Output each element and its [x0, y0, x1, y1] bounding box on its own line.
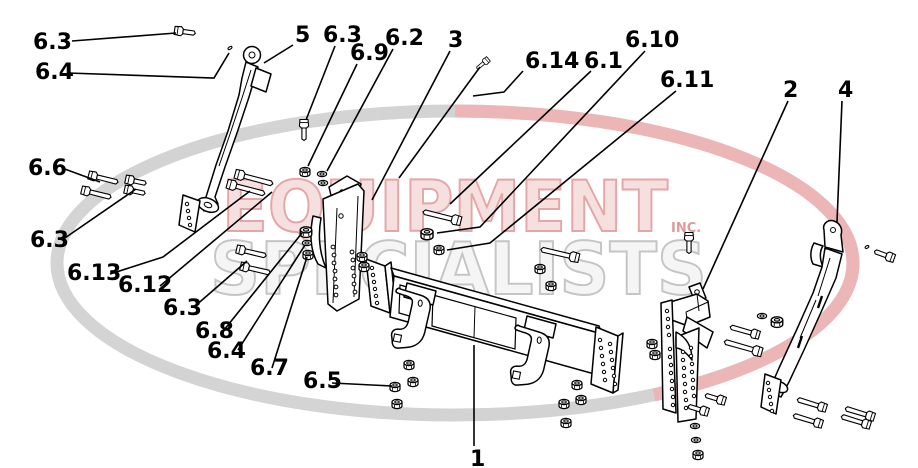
washer — [689, 422, 701, 430]
nut — [692, 449, 704, 461]
watermark-inc: INC. — [671, 221, 701, 236]
part-label-6.10: 6.10 — [625, 28, 679, 53]
bolt — [298, 118, 310, 142]
pin — [864, 245, 870, 249]
part-label-6.8: 6.8 — [195, 319, 234, 344]
nut — [302, 249, 314, 261]
leader-line-6.4 — [67, 52, 230, 79]
part-label-6.4: 6.4 — [35, 60, 74, 85]
nut — [560, 417, 572, 429]
leader-line-4 — [836, 100, 843, 223]
nut — [433, 244, 445, 256]
leader-line-6.5 — [331, 382, 393, 387]
part-label-6.9: 6.9 — [350, 41, 389, 66]
leader-line-6.9 — [307, 63, 358, 167]
part-3-center-plate — [310, 175, 365, 312]
part-label-5: 5 — [295, 23, 310, 48]
part-label-6.14: 6.14 — [525, 49, 579, 74]
leader-line-6.4 — [237, 244, 306, 351]
bolt — [791, 410, 825, 430]
part-label-6.3: 6.3 — [33, 30, 72, 55]
leader-line-6.11 — [446, 90, 677, 251]
part-label-6.1: 6.1 — [584, 49, 623, 74]
part-label-6.11: 6.11 — [660, 68, 714, 93]
diagram-line-0 — [398, 66, 481, 179]
bolt — [872, 246, 897, 264]
part-label-6.3: 6.3 — [323, 23, 362, 48]
leader-line-6.3 — [193, 260, 248, 308]
part-label-6.5: 6.5 — [303, 369, 342, 394]
washer — [756, 312, 768, 320]
leader-line-6.8 — [223, 232, 303, 331]
leader-line-3 — [371, 50, 451, 201]
nut — [558, 398, 570, 410]
part-label-6.3: 6.3 — [163, 296, 202, 321]
part-label-1: 1 — [470, 447, 485, 468]
nut — [575, 394, 587, 406]
leader-line-6.12 — [159, 191, 273, 287]
washer — [301, 239, 313, 247]
nut — [356, 251, 368, 263]
watermark-line1: EQUIPMENT — [222, 166, 668, 248]
nut — [571, 379, 583, 391]
part-label-6.3: 6.3 — [30, 228, 69, 253]
bolt — [703, 390, 728, 407]
part-label-3: 3 — [448, 28, 463, 53]
nut — [391, 398, 403, 410]
part-label-4: 4 — [838, 78, 853, 103]
washer — [317, 179, 329, 187]
leader-line-5 — [263, 44, 294, 64]
part-label-6.12: 6.12 — [118, 273, 172, 298]
part-label-6.2: 6.2 — [385, 26, 424, 51]
leader-line-6.2 — [326, 48, 394, 172]
leader-line-6.1 — [449, 70, 592, 205]
bolt — [722, 336, 764, 358]
part-label-2: 2 — [783, 78, 798, 103]
part-label-6.6: 6.6 — [28, 156, 67, 181]
flange-nut — [299, 226, 313, 239]
leader-line-6.3 — [61, 188, 137, 241]
nut — [649, 349, 661, 361]
nut — [407, 376, 419, 388]
nut — [646, 338, 658, 350]
bolt — [728, 321, 762, 341]
part-4-right-arm — [760, 219, 844, 415]
bolt — [474, 55, 492, 72]
flange-nut — [770, 316, 784, 329]
bolt — [795, 394, 829, 414]
pin — [227, 45, 233, 51]
part-label-6.13: 6.13 — [67, 261, 121, 286]
part-label-6.7: 6.7 — [250, 356, 289, 381]
nut — [534, 263, 546, 275]
leader-line-6.14 — [472, 70, 524, 97]
nut — [389, 381, 401, 393]
nut — [358, 261, 370, 273]
nut — [403, 359, 415, 371]
watermark-ellipse-red-arc — [454, 104, 860, 402]
watermark: EQUIPMENT INC. SPECIALISTS — [50, 104, 860, 422]
leader-line-2 — [702, 100, 789, 290]
bolt — [173, 25, 197, 39]
leader-line-6.3 — [305, 45, 336, 121]
leader-line-6.13 — [109, 190, 251, 275]
hardware-bolts — [79, 25, 897, 431]
leader-line-6.7 — [271, 256, 308, 369]
nut — [299, 166, 311, 178]
nut — [545, 280, 557, 292]
leader-line-6.6 — [61, 167, 101, 183]
part-1-main-beam — [365, 258, 624, 394]
part-2-right-bracket — [660, 282, 714, 423]
flange-nut — [420, 227, 434, 241]
leader-line-6.10 — [436, 50, 646, 234]
leader-line-6.3 — [71, 32, 177, 42]
washer — [690, 436, 702, 444]
part-label-6.4: 6.4 — [207, 339, 246, 364]
washer — [316, 170, 328, 178]
part-5-left-arm — [178, 45, 272, 233]
